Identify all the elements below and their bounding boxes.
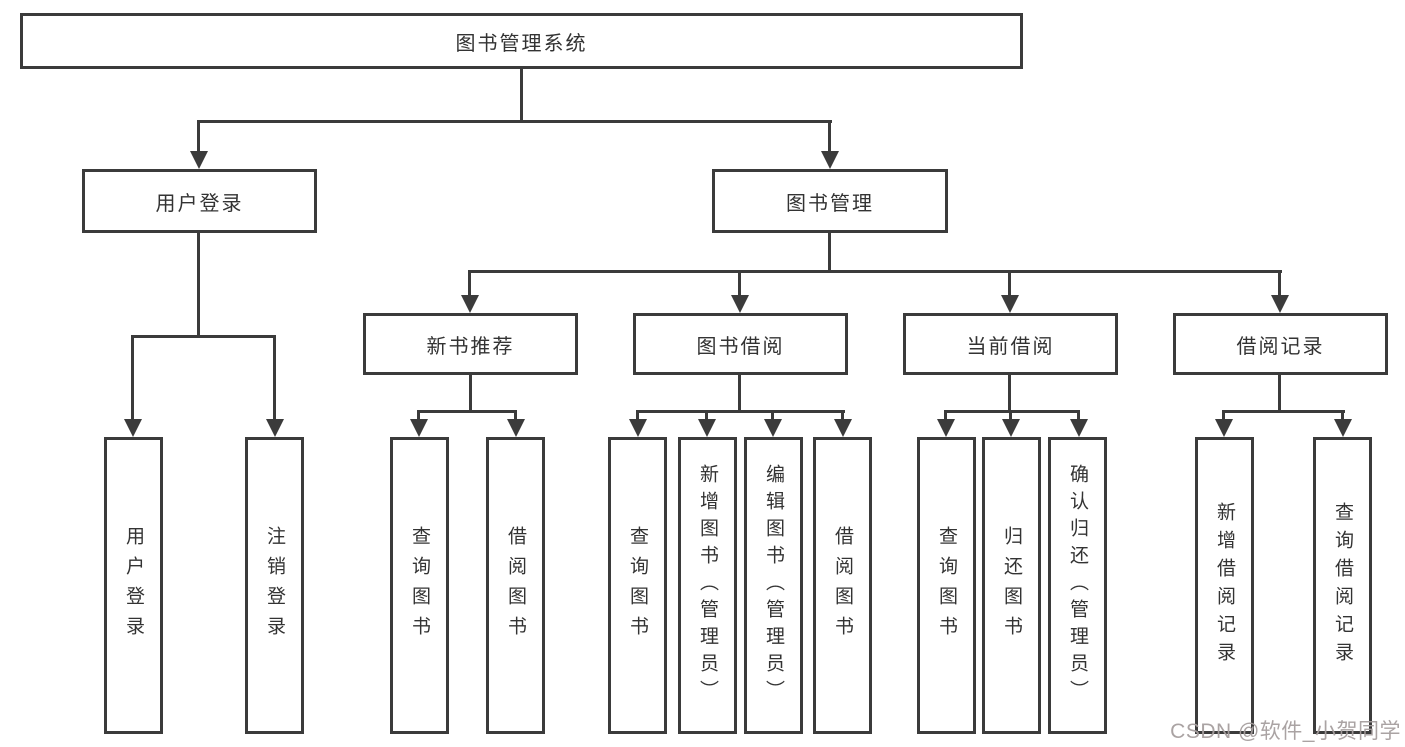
connector-line [198,120,832,123]
connector-line [131,335,134,420]
node-root-label: 图书管理系统 [455,32,588,55]
node-leaf-borrow-book-label: 借阅图书 [832,525,853,646]
arrowhead-down-icon [1271,295,1289,313]
node-leaf-current-query: 查询图书 [917,437,976,734]
arrowhead-down-icon [266,419,284,437]
connector-line [705,410,708,420]
node-leaf-query-record-label: 查询借阅记录 [1332,501,1353,670]
node-leaf-newbooks-borrow-label: 借阅图书 [505,525,526,646]
connector-line [514,410,517,420]
node-leaf-user-login-label: 用户登录 [123,525,144,646]
arrowhead-down-icon [1070,419,1088,437]
connector-line [520,69,523,122]
node-current-borrow: 当前借阅 [903,313,1118,375]
arrowhead-down-icon [764,419,782,437]
node-leaf-newbooks-borrow: 借阅图书 [486,437,545,734]
connector-line [197,233,200,336]
connector-line [468,270,471,296]
node-leaf-newbooks-query-label: 查询图书 [409,525,430,646]
connector-line [1222,410,1345,413]
connector-line [273,335,276,420]
connector-line [1077,410,1080,420]
connector-line [738,270,741,296]
connector-line [1278,375,1281,411]
node-leaf-borrow-query-label: 查询图书 [627,525,648,646]
node-new-book-recommend: 新书推荐 [363,313,578,375]
connector-line [1008,375,1011,411]
node-leaf-confirm-return-admin: 确认归还（管理员） [1048,437,1107,734]
node-leaf-confirm-return-admin-label: 确认归还（管理员） [1067,464,1088,707]
arrowhead-down-icon [937,419,955,437]
connector-line [944,410,947,420]
connector-line [1008,270,1011,296]
arrowhead-down-icon [821,151,839,169]
node-leaf-current-query-label: 查询图书 [936,525,957,646]
csdn-watermark: CSDN @软件_小贺同学 [1170,720,1401,743]
node-leaf-logout: 注销登录 [245,437,304,734]
connector-line [771,410,774,420]
connector-line [197,120,200,152]
node-book-management-label: 图书管理 [786,192,874,215]
connector-line [417,410,420,420]
connector-line [1222,410,1225,420]
node-current-borrow-label: 当前借阅 [966,335,1055,358]
node-leaf-newbooks-query: 查询图书 [390,437,449,734]
node-leaf-add-record-label: 新增借阅记录 [1214,501,1235,670]
arrowhead-down-icon [1002,419,1020,437]
node-book-borrow: 图书借阅 [633,313,848,375]
node-leaf-return-book: 归还图书 [982,437,1041,734]
arrowhead-down-icon [1334,419,1352,437]
connector-line [636,410,845,413]
connector-line [841,410,844,420]
node-book-borrow-label: 图书借阅 [696,335,785,358]
node-new-book-recommend-label: 新书推荐 [426,335,515,358]
arrowhead-down-icon [834,419,852,437]
node-leaf-logout-label: 注销登录 [264,525,285,646]
arrowhead-down-icon [1001,295,1019,313]
node-borrow-records-label: 借阅记录 [1236,335,1325,358]
connector-line [828,233,831,271]
arrowhead-down-icon [410,419,428,437]
arrowhead-down-icon [507,419,525,437]
node-borrow-records: 借阅记录 [1173,313,1388,375]
connector-line [738,375,741,411]
node-leaf-borrow-add-admin-label: 新增图书（管理员） [697,464,718,707]
connector-line [417,410,517,413]
node-leaf-borrow-edit-admin: 编辑图书（管理员） [744,437,803,734]
connector-line [1278,270,1281,296]
arrowhead-down-icon [1215,419,1233,437]
node-user-login: 用户登录 [82,169,317,233]
node-root: 图书管理系统 [20,13,1023,69]
arrowhead-down-icon [124,419,142,437]
connector-line [131,335,276,338]
node-leaf-borrow-query: 查询图书 [608,437,667,734]
connector-line [828,120,831,152]
node-leaf-user-login: 用户登录 [104,437,163,734]
connector-line [468,270,1282,273]
arrowhead-down-icon [190,151,208,169]
connector-line [469,375,472,411]
node-leaf-borrow-book: 借阅图书 [813,437,872,734]
arrowhead-down-icon [731,295,749,313]
connector-line [636,410,639,420]
node-leaf-query-record: 查询借阅记录 [1313,437,1372,734]
arrowhead-down-icon [461,295,479,313]
connector-line [1341,410,1344,420]
node-leaf-add-record: 新增借阅记录 [1195,437,1254,734]
arrowhead-down-icon [629,419,647,437]
connector-line [1009,410,1012,420]
node-leaf-borrow-edit-admin-label: 编辑图书（管理员） [763,464,784,707]
node-leaf-borrow-add-admin: 新增图书（管理员） [678,437,737,734]
connector-line [944,410,1080,413]
arrowhead-down-icon [698,419,716,437]
node-book-management: 图书管理 [712,169,948,233]
node-user-login-label: 用户登录 [155,192,244,215]
node-leaf-return-book-label: 归还图书 [1001,525,1022,646]
